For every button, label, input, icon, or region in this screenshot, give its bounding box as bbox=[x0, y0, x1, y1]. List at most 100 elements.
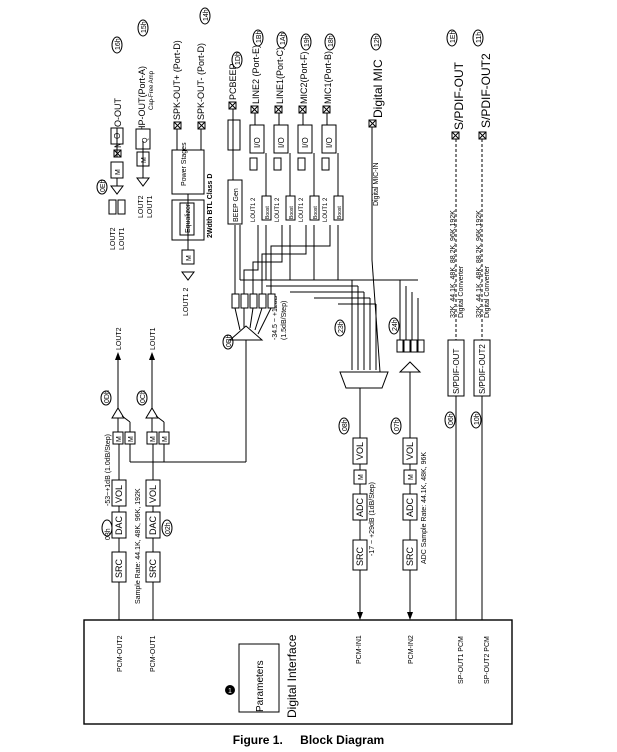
vol-label: VOL bbox=[405, 442, 415, 460]
spdif-rate1-annotation: 32K, 44.1K, 48K, 88.2K, 96K,192K bbox=[450, 210, 457, 318]
src-label: SRC bbox=[405, 546, 415, 566]
mono-mixer bbox=[110, 185, 124, 195]
hp-amp-label: Q bbox=[142, 137, 149, 143]
parameters-label: Parameters bbox=[255, 660, 266, 712]
lout-label: LOUT1 2 bbox=[275, 197, 281, 222]
figure-title: Block Diagram bbox=[300, 733, 385, 747]
mute-label: M bbox=[408, 474, 415, 480]
src-label: SRC bbox=[148, 558, 158, 578]
node-1dh-label: 1Dh bbox=[235, 52, 242, 65]
spk-selector bbox=[181, 271, 195, 281]
pin-mic1-label: MIC1(Port-B) bbox=[323, 51, 333, 104]
node-0eh-circle bbox=[96, 179, 108, 195]
beep-gen-label: BEEP Gen bbox=[233, 188, 240, 222]
hp-out-sub-label: Cap-Free Amp bbox=[149, 70, 155, 110]
lout1-output-label: LOUT1 bbox=[150, 327, 157, 350]
parameters-box bbox=[238, 643, 280, 713]
node-14h-circle bbox=[199, 7, 211, 25]
mute-box bbox=[273, 157, 282, 171]
dac-label: DAC bbox=[148, 515, 158, 535]
node-0bh-label: 0Bh bbox=[226, 334, 233, 347]
lout-label: LOUT1 2 bbox=[323, 197, 329, 222]
pin-mono-out-label: MONO-OUT bbox=[113, 98, 123, 148]
node-1bh-circle bbox=[252, 29, 264, 47]
node-18h-circle bbox=[324, 33, 336, 51]
node-12h-label: 12h bbox=[374, 35, 381, 47]
mute-label: M bbox=[186, 255, 193, 261]
pcm-out1-label: PCM-OUT1 bbox=[150, 635, 157, 672]
mute-label: M bbox=[150, 436, 157, 442]
power-stages-label: Power Stages bbox=[181, 142, 188, 186]
mono-lout1-label: LOUT1 bbox=[119, 227, 126, 250]
adc-gain-annotation: -17 ~ +29dB (1dB/Step) bbox=[369, 482, 376, 556]
mute-label: M bbox=[358, 474, 365, 480]
figure-caption: Figure 1. Block Diagram bbox=[0, 733, 617, 747]
pcm-in2-label: PCM-IN2 bbox=[408, 635, 415, 664]
mux-23h bbox=[339, 371, 389, 389]
node-02h-label: 02h bbox=[165, 522, 172, 534]
mute-box bbox=[267, 293, 276, 309]
parameters-badge-text: 1 bbox=[228, 688, 232, 695]
figure-number: Figure 1. bbox=[232, 733, 283, 747]
mute-box bbox=[240, 293, 249, 309]
node-1ah-circle bbox=[276, 31, 288, 49]
io-label: I/O bbox=[253, 137, 262, 148]
node-1ah-label: 1Ah bbox=[280, 32, 287, 45]
btl-class-d-label: 2Wdth BTL Class D bbox=[207, 174, 214, 238]
io-block-mic2 bbox=[297, 124, 313, 154]
node-15h-circle bbox=[137, 19, 149, 37]
pin-spdif-out-label: S/PDIF-OUT bbox=[452, 61, 466, 130]
mute-box bbox=[417, 339, 425, 353]
node-07h-label: 07h bbox=[394, 419, 401, 431]
pcbeep-buffer bbox=[227, 119, 241, 151]
mute-box bbox=[297, 157, 306, 171]
node-0eh-label: 0Eh bbox=[100, 179, 107, 192]
node-1eh-label: 1Eh bbox=[450, 30, 457, 43]
pin-mic2-label: MIC2(Port-F) bbox=[299, 52, 309, 105]
node-0ch-label: 0Ch bbox=[140, 390, 147, 403]
node-23h-label: 23h bbox=[338, 321, 345, 333]
parameters-badge bbox=[225, 685, 235, 695]
pcm-in1-label: PCM-IN1 bbox=[356, 635, 363, 664]
boost-label: Boost bbox=[265, 206, 271, 219]
spdif-out2-block-label: S/PDIF-OUT2 bbox=[478, 344, 487, 394]
mute-box bbox=[396, 339, 404, 353]
mixer-24h bbox=[398, 361, 422, 373]
sp-out1-label: SP-OUT1 PCM bbox=[458, 636, 465, 684]
spdif-conv1-annotation: Digital Converter bbox=[458, 265, 465, 318]
node-24h-label: 24h bbox=[392, 319, 399, 331]
pin-spk-out-plus-label: SPK-OUT+ (Port-D) bbox=[172, 40, 182, 120]
node-24h-circle bbox=[388, 317, 400, 335]
node-1dh-circle bbox=[231, 51, 243, 69]
hp-lout2-label: LOUT2 bbox=[138, 195, 145, 218]
io-block-line1 bbox=[273, 124, 289, 154]
adc-label: ADC bbox=[355, 497, 365, 517]
src-label: SRC bbox=[114, 558, 124, 578]
node-19h-circle bbox=[300, 33, 312, 51]
node-08h-circle bbox=[338, 417, 350, 435]
mute-label: M bbox=[128, 436, 135, 442]
mute-label: M bbox=[141, 157, 148, 163]
mute-box bbox=[258, 293, 267, 309]
node-23h-circle bbox=[334, 319, 346, 337]
hp-lout1-label: LOUT1 bbox=[147, 195, 154, 218]
pin-hp-out-label: HP-OUT(Port-A) bbox=[137, 66, 147, 132]
src-label: SRC bbox=[355, 546, 365, 566]
lout-label: LOUT1 2 bbox=[251, 197, 257, 222]
node-10h-circle bbox=[470, 411, 482, 429]
io-block-line2 bbox=[249, 124, 265, 154]
node-08h-label: 08h bbox=[342, 419, 349, 431]
digital-mic-in-label: Digital MIC-IN bbox=[373, 162, 380, 206]
mute-box bbox=[321, 157, 330, 171]
pcm-out2-label: PCM-OUT2 bbox=[117, 635, 124, 672]
boost-label: Boost bbox=[313, 206, 319, 219]
node-19h-label: 19h bbox=[304, 35, 311, 47]
power-stages-block bbox=[171, 149, 205, 195]
spdif-conv2-annotation: Digital Converter bbox=[484, 265, 491, 318]
spk-lout-label: LOUT1 2 bbox=[183, 287, 190, 316]
pin-line1-label: LINE1(Port-C) bbox=[275, 47, 285, 104]
dac-rate-annotation: Sample Rate: 44.1K, 48K, 96K, 192K bbox=[135, 488, 142, 604]
lout-label: LOUT1 2 bbox=[299, 197, 305, 222]
node-06h-label: 06h bbox=[448, 413, 455, 425]
